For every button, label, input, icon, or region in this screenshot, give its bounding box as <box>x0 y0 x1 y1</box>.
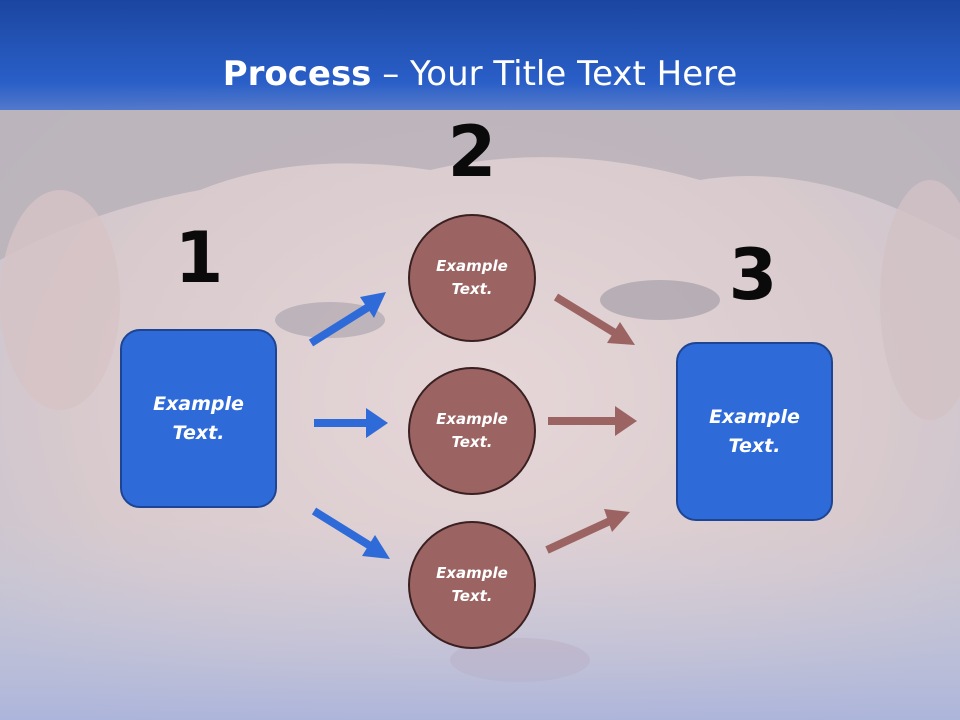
step-3-number: 3 <box>728 234 778 316</box>
blue-arrow-right <box>314 408 388 438</box>
step-2-circle-bottom: Example Text. <box>408 521 536 649</box>
brown-arrow-down <box>553 293 635 345</box>
step-2-label-middle: Example Text. <box>436 410 508 451</box>
brown-arrow-right <box>548 406 637 436</box>
step-3-box: Example Text. <box>676 342 833 521</box>
step-2-label-top: Example Text. <box>436 257 508 298</box>
title-bold: Process <box>222 54 372 94</box>
slide-title: Process – Your Title Text Here <box>0 52 960 96</box>
step-2-circle-middle: Example Text. <box>408 367 536 495</box>
blue-arrow-down <box>311 507 390 559</box>
step-2-label-bottom: Example Text. <box>436 564 508 605</box>
step-1-label: Example Text. <box>153 392 244 444</box>
title-rest: – Your Title Text Here <box>371 54 738 94</box>
brown-arrow-up <box>545 509 630 554</box>
title-bar <box>0 0 960 110</box>
step-2-circle-top: Example Text. <box>408 214 536 342</box>
step-1-box: Example Text. <box>120 329 277 508</box>
blue-arrow-up <box>308 292 386 347</box>
step-1-number: 1 <box>174 217 224 299</box>
step-2-number: 2 <box>447 111 497 193</box>
step-3-label: Example Text. <box>709 405 800 457</box>
